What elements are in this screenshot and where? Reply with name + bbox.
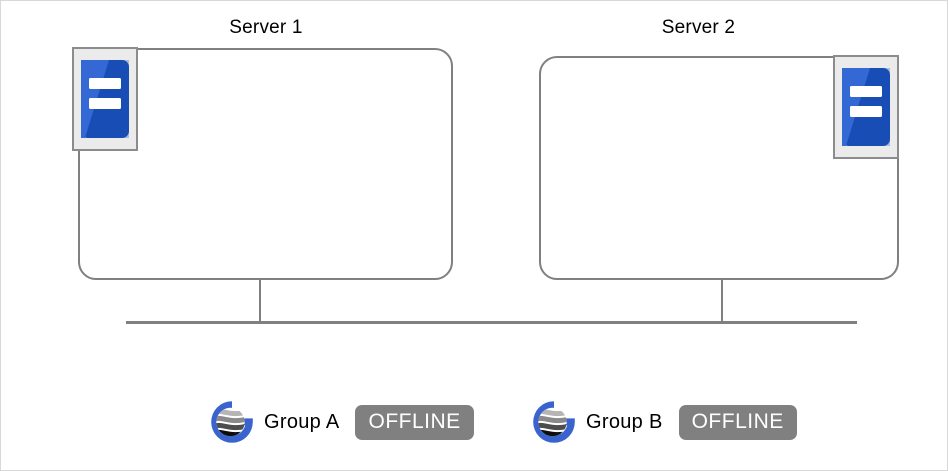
group-g-logo-icon — [530, 398, 578, 446]
server-2-icon-badge[interactable] — [833, 55, 899, 159]
group-b-status-badge[interactable]: OFFLINE — [678, 404, 797, 440]
server-1-title: Server 1 — [229, 17, 303, 38]
server-2-title: Server 2 — [661, 17, 736, 38]
group-g-logo-icon — [208, 398, 256, 446]
group-a-status-badge[interactable]: OFFLINE — [355, 404, 474, 440]
server-1-connector-line — [259, 280, 261, 323]
group-row-b[interactable]: Group B OFFLINE — [530, 398, 797, 446]
group-row-a[interactable]: Group A OFFLINE — [208, 398, 474, 446]
server-1-box[interactable] — [78, 48, 453, 280]
network-bus-line — [126, 321, 857, 324]
server-icon — [842, 68, 890, 146]
group-a-label: Group A — [264, 410, 340, 433]
server-icon — [81, 60, 129, 138]
group-b-label: Group B — [586, 410, 663, 433]
server-1-icon-badge[interactable] — [72, 47, 138, 151]
server-2-connector-line — [721, 280, 723, 323]
